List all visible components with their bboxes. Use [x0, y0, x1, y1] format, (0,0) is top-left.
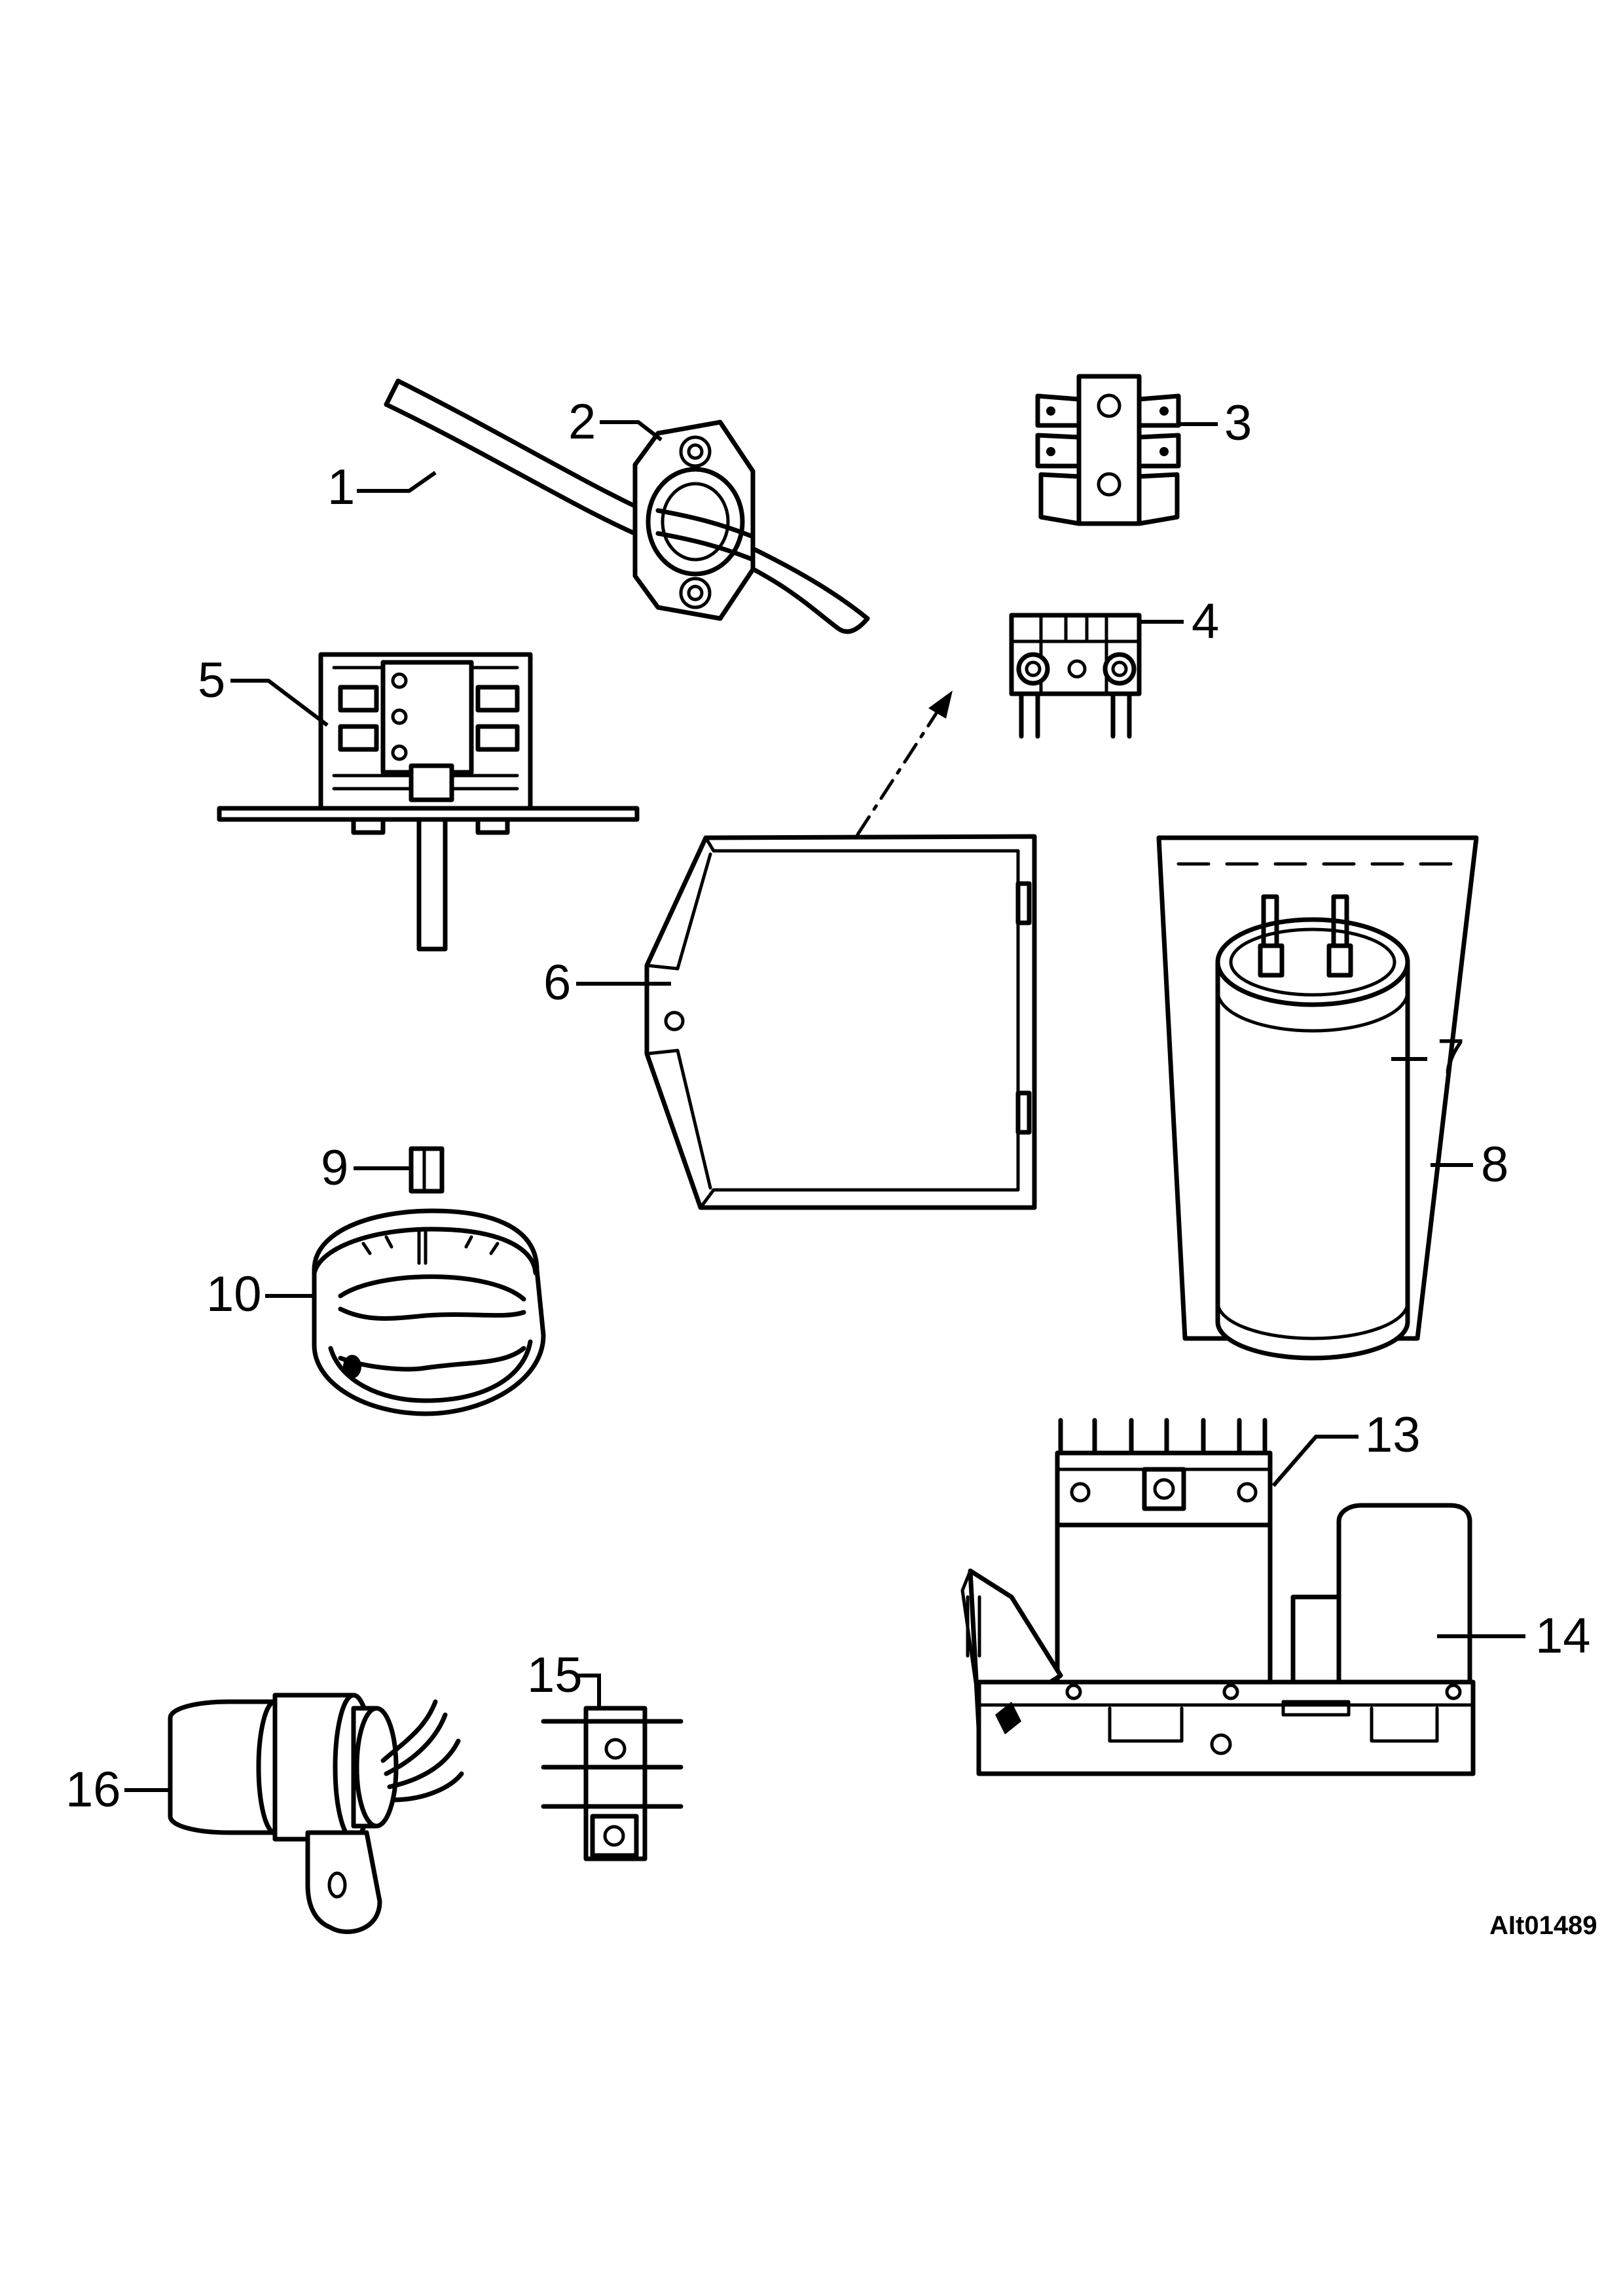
part-15-terminal	[541, 1706, 684, 1861]
callout-5: 5	[198, 653, 225, 708]
reference-code: AIt01489	[1489, 1911, 1597, 1940]
callout-16: 16	[65, 1762, 121, 1818]
part-2-grommet	[632, 420, 756, 621]
part-5-switch	[217, 652, 640, 952]
part-10-knob	[312, 1208, 546, 1416]
callout-13: 13	[1365, 1407, 1421, 1463]
leader-1	[357, 471, 437, 493]
callout-7: 7	[1437, 1029, 1465, 1085]
leader-13	[1271, 1435, 1359, 1487]
leader-5	[230, 679, 329, 727]
callout-1: 1	[327, 459, 355, 515]
callout-2: 2	[568, 394, 596, 450]
callout-14: 14	[1535, 1608, 1591, 1664]
part-9-knob-insert	[409, 1146, 445, 1194]
direction-arrow	[856, 691, 953, 836]
part-1-cable	[384, 378, 870, 634]
part-6-cover	[644, 834, 1037, 1210]
part-7-capacitor	[1215, 894, 1410, 1361]
part-14-bracket	[960, 1503, 1476, 1776]
leader-15	[576, 1674, 601, 1708]
callout-8: 8	[1481, 1137, 1508, 1193]
callout-6: 6	[543, 955, 571, 1011]
callout-3: 3	[1224, 395, 1252, 451]
leader-2	[600, 420, 663, 442]
part-4-terminal-block	[1009, 613, 1142, 739]
callout-4: 4	[1192, 594, 1219, 649]
callout-15: 15	[527, 1647, 583, 1703]
part-16-motor	[168, 1693, 464, 1934]
callout-9: 9	[321, 1140, 348, 1196]
part-3-bracket	[1035, 374, 1181, 526]
callout-10: 10	[206, 1266, 262, 1322]
